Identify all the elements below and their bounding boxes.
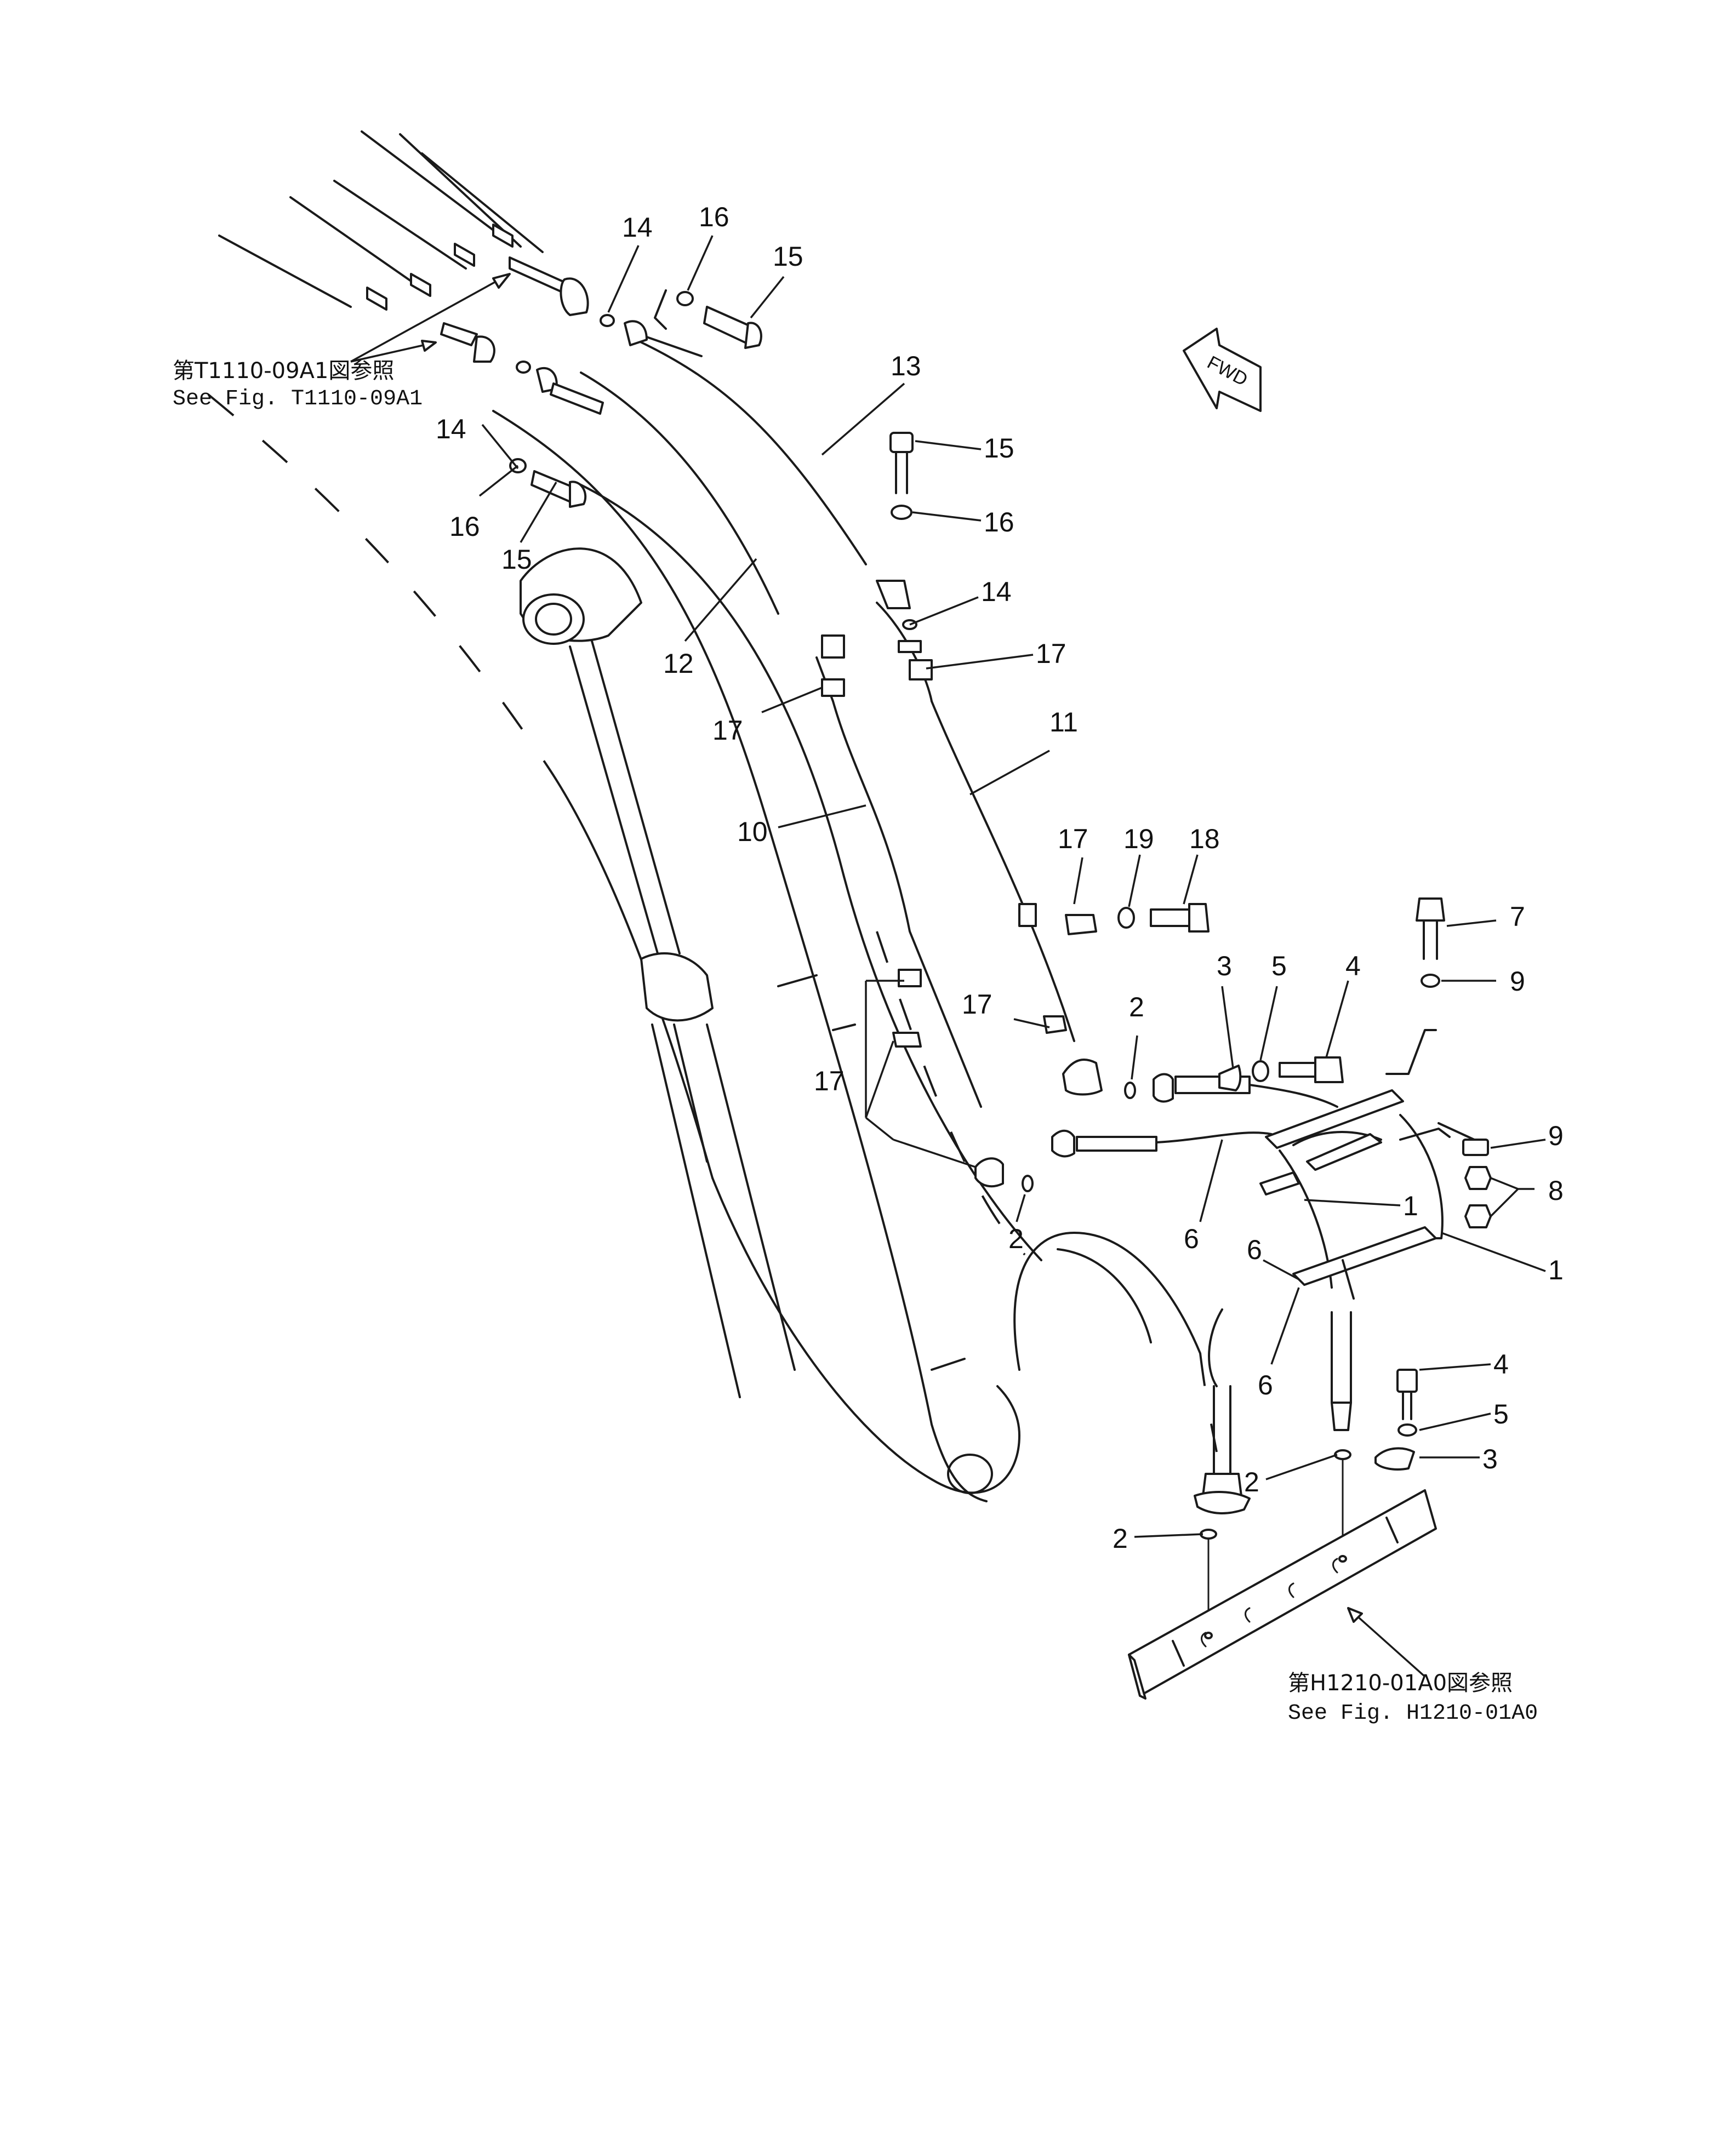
callout-6: 6	[1258, 1370, 1273, 1400]
callout-4: 4	[1493, 1349, 1509, 1380]
lower-pipes	[1194, 1308, 1418, 1634]
callout-15: 15	[984, 433, 1014, 464]
callout-10: 10	[737, 816, 768, 847]
hoses	[580, 339, 1075, 1108]
bolt-7	[1416, 897, 1445, 988]
callout-14: 14	[981, 576, 1012, 607]
callout-16: 16	[449, 511, 480, 542]
callout-17: 17	[1036, 638, 1066, 669]
callout-17: 17	[712, 715, 743, 746]
callout-13: 13	[891, 351, 921, 381]
callout-9: 9	[1510, 966, 1525, 997]
callout-17: 17	[814, 1066, 845, 1096]
callout-6: 6	[1184, 1223, 1199, 1254]
arm-cylinder	[520, 547, 796, 1398]
callout-12: 12	[663, 648, 694, 679]
callout-17: 17	[962, 989, 992, 1020]
callout-14: 14	[622, 212, 653, 243]
ref-top-en[interactable]: See Fig. T1110-09A1	[173, 387, 423, 411]
callout-14: 14	[436, 414, 466, 444]
callout-6: 6	[1247, 1234, 1262, 1265]
callout-3: 3	[1217, 951, 1232, 981]
boom-beam	[1128, 1489, 1437, 1700]
callout-2: 2	[1008, 1223, 1024, 1254]
reference-note-top: 第T1110-09A1図参照 See Fig. T1110-09A1	[173, 273, 511, 411]
callout-7: 7	[1510, 901, 1525, 932]
arm-structure	[207, 393, 1218, 1502]
callout-17: 17	[1058, 823, 1088, 854]
reference-note-bottom: 第H1210-01A0図参照 See Fig. H1210-01A0	[1288, 1607, 1538, 1726]
callout-15: 15	[773, 241, 803, 272]
callout-5: 5	[1271, 951, 1287, 981]
callout-16: 16	[984, 507, 1014, 537]
ref-top-jp[interactable]: 第T1110-09A1図参照	[173, 358, 394, 384]
callout-19: 19	[1123, 823, 1154, 854]
callout-9: 9	[1548, 1120, 1564, 1151]
ref-bottom-en[interactable]: See Fig. H1210-01A0	[1288, 1701, 1538, 1726]
swivel-blocks	[1259, 1029, 1492, 1300]
right-upper-fittings	[821, 432, 933, 697]
callout-8: 8	[1548, 1175, 1564, 1206]
bucket-teeth	[218, 130, 544, 311]
elbow-fittings	[974, 1056, 1344, 1192]
ref-bottom-jp[interactable]: 第H1210-01A0図参照	[1288, 1671, 1513, 1696]
callout-11: 11	[1049, 707, 1078, 737]
callout-15: 15	[501, 544, 532, 575]
upper-fittings	[440, 256, 762, 508]
callout-18: 18	[1189, 823, 1220, 854]
callout-2: 2	[1129, 992, 1144, 1022]
callout-labels: 14 16 15 13 15 16 14 17 14 16 15 12 17 1…	[436, 202, 1564, 1554]
callout-leaders	[478, 235, 1546, 1538]
callout-1: 1	[1403, 1191, 1418, 1221]
callout-4: 4	[1345, 951, 1361, 981]
forward-direction-arrow: FWD	[1183, 328, 1262, 412]
callout-5: 5	[1493, 1399, 1509, 1429]
callout-2: 2	[1113, 1523, 1128, 1554]
mid-fittings	[892, 903, 1210, 1048]
callout-1: 1	[1548, 1255, 1564, 1285]
callout-3: 3	[1482, 1444, 1498, 1474]
callout-2: 2	[1244, 1467, 1259, 1497]
callout-16: 16	[699, 202, 729, 232]
